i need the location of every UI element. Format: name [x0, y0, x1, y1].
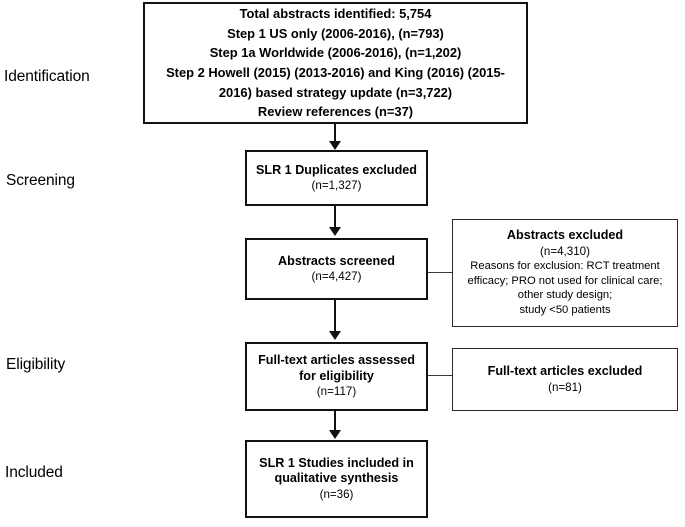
connector-identification-to-duplicates [334, 124, 337, 144]
arrowhead-screened-to-fulltext [329, 331, 341, 340]
abstracts-excluded-reason-2: efficacy; PRO not used for clinical care… [467, 274, 663, 287]
arrowhead-fulltext-to-included [329, 430, 341, 439]
included-studies-count: (n=36) [319, 487, 354, 501]
arrowhead-duplicates-to-screened [329, 227, 341, 236]
abstracts-excluded-title: Abstracts excluded [506, 228, 624, 243]
abstracts-screened-count: (n=4,427) [311, 270, 362, 284]
connector-fulltext-to-excluded [428, 375, 453, 377]
fulltext-excluded-box: Full-text articles excluded (n=81) [452, 348, 678, 411]
duplicates-excluded-box: SLR 1 Duplicates excluded (n=1,327) [245, 150, 428, 206]
abstracts-screened-title: Abstracts screened [278, 253, 395, 268]
identification-line-3: Step 1a Worldwide (2006-2016), (n=1,202) [209, 45, 462, 61]
included-studies-title-2: qualitative synthesis [274, 471, 399, 486]
fulltext-excluded-count: (n=81) [548, 380, 582, 394]
abstracts-excluded-reason-3: other study design; [517, 289, 613, 302]
fulltext-assessed-box: Full-text articles assessed for eligibil… [245, 342, 428, 411]
abstracts-excluded-reason-4: study <50 patients [519, 303, 611, 316]
fulltext-excluded-title: Full-text articles excluded [487, 364, 643, 379]
stage-label-eligibility: Eligibility [6, 356, 66, 373]
connector-screened-to-fulltext [334, 300, 337, 332]
arrowhead-identification-to-duplicates [329, 141, 341, 150]
identification-line-4: Step 2 Howell (2015) (2013-2016) and Kin… [166, 65, 505, 80]
duplicates-count: (n=1,327) [311, 179, 362, 193]
connector-screened-to-abstracts-excluded [428, 272, 453, 274]
included-studies-title-1: SLR 1 Studies included in [259, 455, 414, 470]
fulltext-assessed-title-2: for eligibility [299, 368, 374, 383]
fulltext-assessed-title-1: Full-text articles assessed [258, 353, 415, 368]
identification-line-6: Review references (n=37) [257, 104, 414, 120]
stage-label-screening: Screening [6, 172, 75, 189]
duplicates-title: SLR 1 Duplicates excluded [256, 162, 417, 177]
identification-line-2: Step 1 US only (2006-2016), (n=793) [227, 25, 444, 41]
abstracts-excluded-box: Abstracts excluded (n=4,310) Reasons for… [452, 219, 678, 327]
abstracts-excluded-count: (n=4,310) [540, 245, 590, 258]
connector-duplicates-to-screened [334, 206, 337, 230]
connector-fulltext-to-included [334, 411, 337, 433]
abstracts-screened-box: Abstracts screened (n=4,427) [245, 238, 428, 300]
fulltext-assessed-count: (n=117) [316, 385, 357, 399]
identification-line-5: 2016) based strategy update (n=3,722) [218, 84, 453, 100]
identification-box: Total abstracts identified: 5,754 Step 1… [143, 2, 528, 124]
abstracts-excluded-reason-1: Reasons for exclusion: RCT treatment [470, 260, 660, 273]
stage-label-identification: Identification [4, 68, 90, 85]
stage-label-included: Included [5, 464, 63, 481]
identification-line-1: Total abstracts identified: 5,754 [239, 6, 432, 22]
included-studies-box: SLR 1 Studies included in qualitative sy… [245, 440, 428, 518]
